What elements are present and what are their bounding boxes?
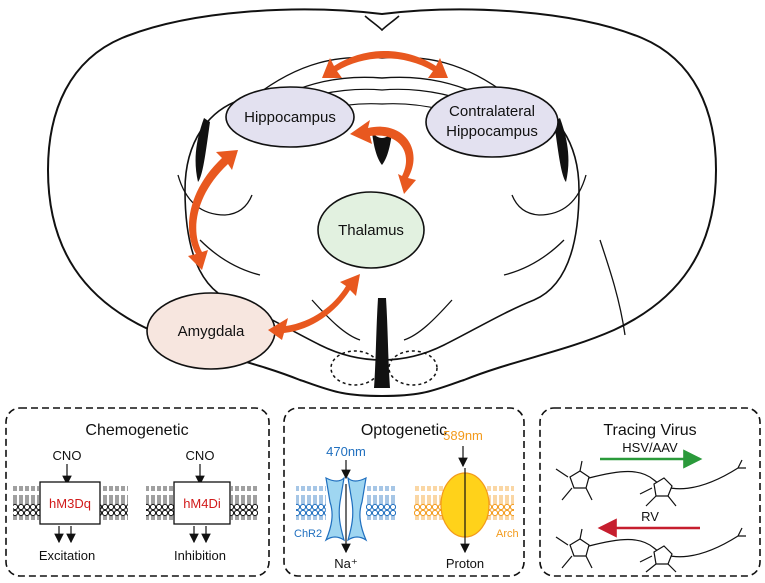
receptor-hm3dq [39, 481, 101, 525]
wavelength-470-label: 470nm [326, 444, 366, 459]
chr2-channel-right [346, 476, 368, 542]
cno-right-label: CNO [186, 448, 215, 463]
neuron-pair-bottom [555, 527, 746, 573]
contralateral-label-line1: Contralateral [449, 103, 535, 120]
membrane-right-b [228, 486, 258, 520]
region-thalamus: Thalamus [317, 191, 425, 269]
sodium-ion-label: Na⁺ [334, 556, 357, 571]
rv-label: RV [641, 509, 659, 524]
membrane-chr2-a [296, 486, 326, 520]
lateral-ventricle-right [554, 118, 569, 182]
region-contralateral-hippocampus: Contralateral Hippocampus [425, 86, 559, 158]
arrow-hippocampus-to-amygdala [188, 150, 238, 270]
amygdala-label: Amygdala [178, 323, 245, 340]
tracing-title: Tracing Virus [603, 422, 696, 439]
membrane-chr2-b [366, 486, 396, 520]
hm4di-label: hM4Di [183, 496, 221, 511]
membrane-right-a [146, 486, 176, 520]
chr2-label: ChR2 [294, 528, 322, 540]
chr2-channel-left [324, 476, 346, 542]
hsv-aav-label: HSV/AAV [622, 440, 678, 455]
membrane-left-a [13, 486, 43, 520]
connection-arrows [188, 51, 448, 340]
arrow-amygdala-to-thalamus [268, 274, 360, 340]
region-amygdala: Amygdala [146, 292, 276, 370]
lateral-ventricle-left [195, 118, 210, 182]
proton-label: Proton [446, 556, 484, 571]
neuron-pair-top [555, 459, 746, 507]
excitation-label: Excitation [39, 548, 95, 563]
arrow-hippocampus-to-contralateral [322, 51, 448, 78]
panel-tracing-virus: Tracing Virus HSV/AAV RV [539, 407, 761, 577]
longitudinal-fissure [364, 15, 400, 32]
hippocampus-label: Hippocampus [244, 109, 336, 126]
inhibition-label: Inhibition [174, 548, 226, 563]
arrow-contralateral-to-thalamus [350, 120, 416, 194]
optogenetic-title: Optogenetic [361, 422, 447, 439]
panel-chemogenetic: Chemogenetic CNO hM3Dq Excitation CNO hM… [5, 407, 270, 577]
hm3dq-label: hM3Dq [49, 496, 91, 511]
panel-optogenetic: Optogenetic 470nm ChR2 Na⁺ 589nm Arch Pr… [283, 407, 525, 577]
wavelength-589-label: 589nm [443, 428, 483, 443]
membrane-arch-a [414, 486, 444, 520]
region-hippocampus: Hippocampus [225, 86, 355, 148]
contralateral-label-line2: Hippocampus [446, 123, 538, 140]
third-ventricle-top [372, 132, 392, 165]
cno-left-label: CNO [53, 448, 82, 463]
thalamus-label: Thalamus [338, 222, 404, 239]
receptor-hm4di [173, 481, 231, 525]
membrane-left-b [98, 486, 128, 520]
chemogenetic-title: Chemogenetic [85, 422, 188, 439]
arch-label: Arch [496, 528, 519, 540]
